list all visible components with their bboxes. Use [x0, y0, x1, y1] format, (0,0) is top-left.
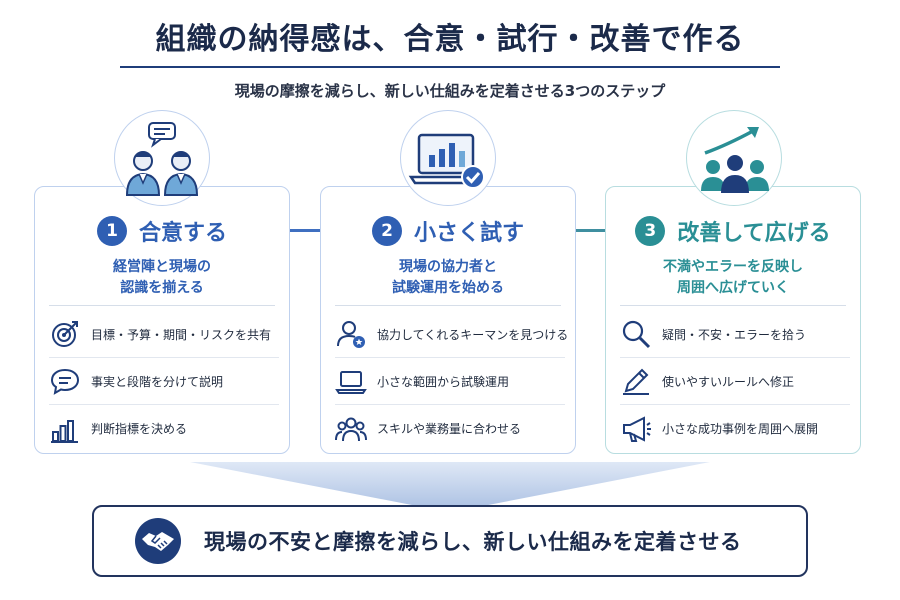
bar-chart-icon [51, 419, 78, 443]
step-title: 小さく試す [413, 221, 524, 246]
step-2-top-icon-circle [400, 110, 496, 206]
list-item: 小さな範囲から試験運用 [335, 358, 565, 405]
funnel-arrow [190, 462, 710, 512]
step-description: 現場の協力者と試験運用を始める [392, 259, 504, 296]
megaphone-icon [623, 415, 651, 442]
list-item: スキルや業務量に合わせる [335, 405, 565, 452]
handshake-icon [135, 518, 181, 564]
conclusion-box: 現場の不安と摩擦を減らし、新しい仕組みを定着させる [92, 505, 808, 577]
chat-bubble-icon [50, 368, 80, 395]
list-item: 協力してくれるキーマンを見つける [335, 311, 568, 358]
laptop-icon [335, 371, 367, 394]
connector-2-3 [576, 229, 605, 232]
conclusion-text: 現場の不安と摩擦を減らし、新しい仕組みを定着させる [204, 530, 742, 554]
page-subtitle: 現場の摩擦を減らし、新しい仕組みを定着させる3つのステップ [234, 82, 666, 100]
person-star-icon [337, 321, 365, 348]
connector-1-2 [290, 229, 320, 232]
list-item: 使いやすいルールへ修正 [620, 358, 850, 405]
step-title: 合意する [138, 221, 227, 246]
laptop-chart-check-icon [408, 133, 485, 189]
magnifier-icon [622, 320, 651, 349]
list-item: 目標・予算・期間・リスクを共有 [49, 311, 279, 358]
list-item: 事実と段階を分けて説明 [49, 358, 279, 405]
step-number-badge: 3 [635, 216, 666, 246]
target-icon [52, 321, 78, 347]
step-number-badge: 2 [371, 216, 402, 246]
step-description: 不満やエラーを反映し周囲へ広げていく [663, 259, 803, 296]
page-title: 組織の納得感は、合意・試行・改善で作る [155, 22, 745, 57]
group-growth-icon [701, 127, 769, 193]
group-icon [335, 417, 367, 441]
step-card-3: 3 改善して広げる 不満やエラーを反映し周囲へ広げていく 疑問・不安・エラーを拾… [605, 186, 861, 454]
step-description: 経営陣と現場の認識を揃える [113, 259, 211, 296]
pencil-icon [623, 368, 649, 395]
list-item: 小さな成功事例を周囲へ展開 [620, 405, 850, 452]
step-1-top-icon-circle [114, 110, 210, 206]
step-title: 改善して広げる [677, 221, 831, 246]
two-people-talking-icon [125, 122, 199, 196]
step-number-badge: 1 [96, 216, 127, 246]
list-item: 判断指標を決める [49, 405, 279, 452]
title-underline [120, 66, 780, 68]
step-card-2: 2 小さく試す 現場の協力者と試験運用を始める 協力してくれるキーマンを見つける… [320, 186, 576, 454]
list-item: 疑問・不安・エラーを拾う [620, 311, 850, 358]
step-3-top-icon-circle [686, 110, 782, 206]
step-card-1: 1 合意する 経営陣と現場の認識を揃える 目標・予算・期間・リスクを共有 事実と… [34, 186, 290, 454]
